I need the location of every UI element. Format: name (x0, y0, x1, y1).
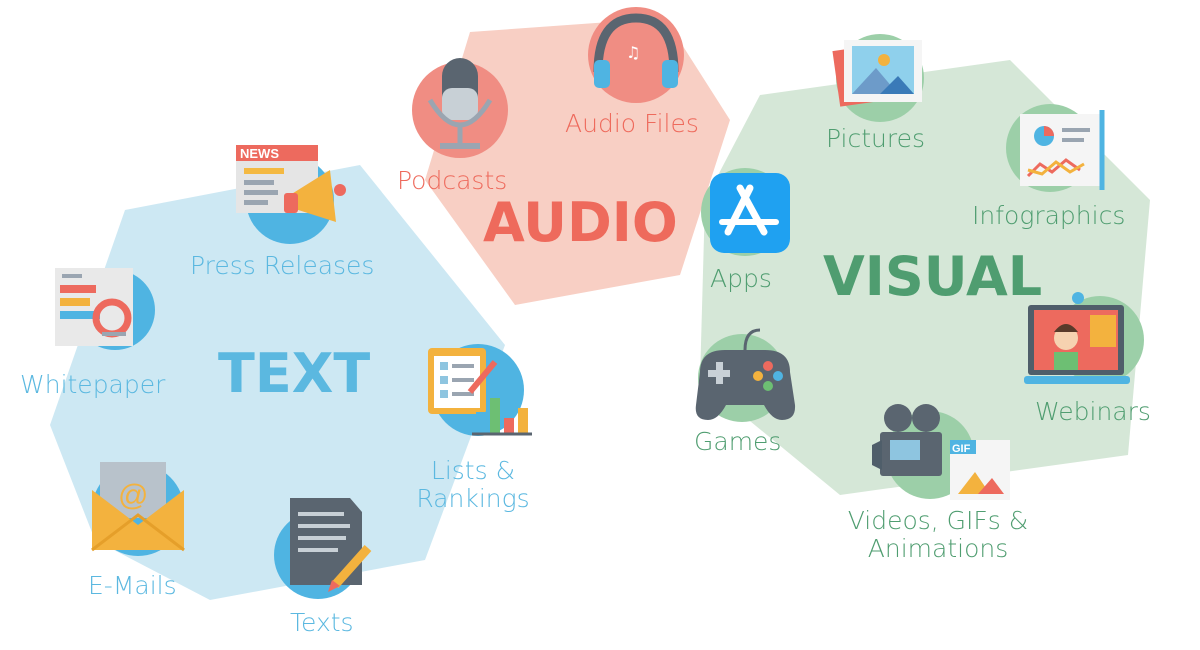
label-audio-files: Audio Files (565, 109, 699, 138)
infographic-board-icon (1006, 104, 1105, 192)
label-videos-gifs-animations: Videos, GIFs & Animations (836, 507, 1040, 562)
whitepaper-chart-icon (55, 268, 155, 350)
newspaper-megaphone-icon: NEWS (236, 145, 346, 244)
label-pictures: Pictures (826, 124, 925, 153)
audio-group-title: AUDIO (483, 191, 678, 254)
news-label: NEWS (240, 146, 279, 161)
text-group-title: TEXT (218, 342, 371, 405)
label-whitepaper: Whitepaper (20, 370, 166, 399)
label-videos-line1: Videos, GIFs & (847, 506, 1029, 535)
label-apps: Apps (710, 264, 772, 293)
label-games: Games (694, 427, 782, 456)
label-webinars: Webinars (1035, 397, 1151, 426)
video-camera-gif-icon: GIF (872, 404, 1010, 500)
gamepad-icon (695, 328, 796, 422)
laptop-video-call-icon (1024, 292, 1144, 384)
photo-stack-icon (832, 34, 924, 122)
svg-text:@: @ (118, 479, 148, 512)
visual-group-title: VISUAL (823, 245, 1043, 308)
microphone-icon (412, 58, 508, 158)
label-videos-line2: Animations (867, 533, 1009, 563)
gif-label: GIF (952, 443, 971, 455)
envelope-at-icon: @ (91, 462, 185, 556)
label-emails: E-Mails (88, 571, 177, 600)
document-pencil-icon (274, 498, 372, 599)
app-store-icon (701, 168, 790, 256)
label-lists-line1: Lists & (430, 456, 516, 485)
label-lists-rankings: Lists & Rankings (410, 457, 536, 512)
headphones-icon: ♫ (588, 7, 684, 103)
label-texts: Texts (290, 608, 354, 637)
audio-region (425, 18, 730, 305)
label-infographics: Infographics (972, 201, 1126, 230)
label-press-releases: Press Releases (190, 251, 375, 280)
checklist-bar-chart-icon (428, 344, 532, 436)
label-lists-line2: Rankings (416, 483, 530, 513)
label-podcasts: Podcasts (397, 166, 508, 195)
svg-text:♫: ♫ (626, 43, 640, 62)
